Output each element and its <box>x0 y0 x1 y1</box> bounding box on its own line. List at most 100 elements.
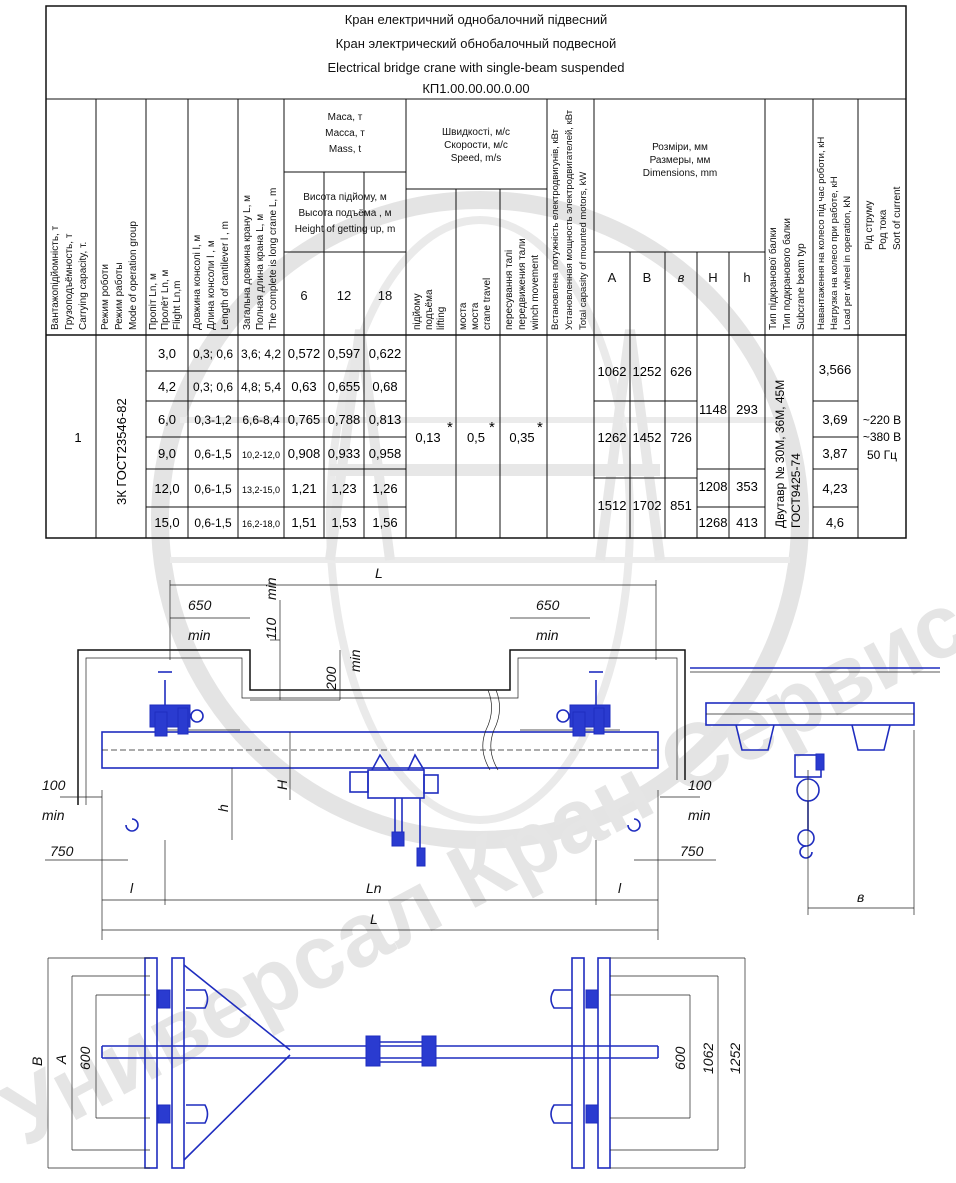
dim-min: min <box>536 627 559 643</box>
dim-750-right: 750 <box>680 843 704 859</box>
dim-1252: 1252 <box>727 1043 743 1074</box>
hdr-beam-en: Subcrane beam typ <box>796 243 807 330</box>
hdr-dim-b: B <box>643 270 652 285</box>
cell-cant: 0,3; 0,6 <box>193 380 233 394</box>
cell-mass18: 0,622 <box>369 346 402 361</box>
dim-100-left: 100 <box>42 777 66 793</box>
dim-v: в <box>857 889 864 905</box>
dim-l-left: l <box>130 880 134 896</box>
cell-speed-lift: 0,13 <box>415 430 440 445</box>
hdr-height-ru: Высота подъёма , м <box>299 208 392 219</box>
right-end-carriage <box>556 671 611 737</box>
hdr-mass-ru: Масса, т <box>325 128 365 139</box>
cell-cant: 0,6-1,5 <box>194 447 232 461</box>
dim-A: A <box>53 1055 69 1065</box>
cell-dim-v: 626 <box>670 364 692 379</box>
hdr-bridge-ua: моста <box>458 302 469 330</box>
cell-span: 6,0 <box>158 412 176 427</box>
cell-dim-v: 851 <box>670 498 692 513</box>
hdr-current-ru: Род тока <box>878 209 889 250</box>
hdr-cant-ua: Довжина консолі l, м <box>192 235 203 330</box>
hdr-span-en: Flight Ln,m <box>172 281 183 330</box>
hdr-dim-v: в <box>678 270 685 285</box>
hdr-mass-en: Mass, t <box>329 144 361 155</box>
hdr-wheel-ru: Нагрузка на колесо при работе, кН <box>829 176 840 330</box>
hdr-capacity-ua: Вантажопідйомність, т <box>50 225 61 330</box>
hdr-wheel-en: Load per wheel in operation, kN <box>842 196 853 330</box>
hdr-lift-ua: підйому <box>412 293 423 330</box>
hdr-trolley-ua: пересування талі <box>504 250 515 330</box>
dim-H: H <box>274 779 290 790</box>
cell-dim-h-lower: 413 <box>736 515 758 530</box>
hdr-power-en: Total capasity of mounted motors, kW <box>578 172 589 330</box>
title-code: КП1.00.00.00.0.00 <box>422 81 529 96</box>
cell-cant: 0,3; 0,6 <box>193 347 233 361</box>
cell-length: 13,2-15,0 <box>242 485 280 495</box>
hdr-speed-ua: Швидкості, м/с <box>442 127 510 138</box>
hdr-dims-ua: Розміри, мм <box>652 142 708 153</box>
dim-L-bottom: L <box>370 911 378 927</box>
cell-speed-bridge: 0,5 <box>467 430 485 445</box>
cell-current: 50 Гц <box>867 448 897 462</box>
cell-wheel: 3,87 <box>822 446 847 461</box>
hdr-h12: 12 <box>337 288 351 303</box>
dim-650-right: 650 <box>536 597 560 613</box>
hdr-trolley-ru: передвижения тали <box>517 238 528 330</box>
hdr-dim-h-lower: h <box>743 270 750 285</box>
cell-mass6: 1,51 <box>291 515 316 530</box>
cell-mass18: 1,26 <box>372 481 397 496</box>
hdr-mass-ua: Маса, т <box>328 112 363 123</box>
cell-mass18: 0,68 <box>372 379 397 394</box>
cell-wheel: 4,6 <box>826 515 844 530</box>
dim-1062: 1062 <box>700 1043 716 1074</box>
hdr-speed-en: Speed, m/s <box>451 153 502 164</box>
hdr-length-ru: Полная длина крана L, м <box>255 214 266 330</box>
cell-mass12: 0,933 <box>328 446 361 461</box>
title-line2: Кран электрический обнобалочный подвесно… <box>336 36 617 51</box>
cell-mass12: 1,23 <box>331 481 356 496</box>
cell-mass6: 0,63 <box>291 379 316 394</box>
cell-dim-v: 726 <box>670 430 692 445</box>
speed-star: * <box>489 419 495 436</box>
hdr-dim-h-upper: H <box>708 270 717 285</box>
hdr-capacity-ru: Грузоподъёмность, т <box>64 233 75 330</box>
dim-min: min <box>347 649 363 672</box>
hdr-mode-ru: Режим работы <box>113 262 125 330</box>
dim-100-right: 100 <box>688 777 712 793</box>
hdr-capacity-en: Carrying capacity, т. <box>78 242 89 330</box>
dim-L-top: L <box>375 565 383 581</box>
cell-length: 3,6; 4,2 <box>241 347 281 361</box>
hdr-dims-en: Dimensions, mm <box>643 168 717 179</box>
cell-dim-b: 1252 <box>633 364 662 379</box>
hdr-mode-en: Mode of operation group <box>128 221 139 330</box>
hdr-lift-ru: подъёма <box>424 289 435 330</box>
cell-mass12: 1,53 <box>331 515 356 530</box>
cell-dim-h-lower: 293 <box>736 402 758 417</box>
hdr-bridge-en: crane travel <box>482 278 493 330</box>
cell-mass6: 1,21 <box>291 481 316 496</box>
hdr-length-ua: Загальна довжина крану L, м <box>242 195 253 330</box>
cell-mass6: 0,765 <box>288 412 321 427</box>
hdr-wheel-ua: Навантаження на колесо під час роботи, к… <box>816 137 827 330</box>
watermark-text: Универсал Кран Сервис <box>0 572 956 1165</box>
cell-dim-a: 1062 <box>598 364 627 379</box>
cell-length: 6,6-8,4 <box>242 413 280 427</box>
cell-length: 4,8; 5,4 <box>241 380 281 394</box>
cell-span: 12,0 <box>154 481 179 496</box>
hdr-span-ua: Пропіт Ln, м <box>148 273 159 330</box>
cell-span: 3,0 <box>158 346 176 361</box>
dim-h: h <box>215 804 231 812</box>
hdr-power-ua: Встановлена потужність електродвигунів, … <box>550 128 561 330</box>
hoist <box>349 753 439 867</box>
hdr-cant-ru: Длина консоли l , м <box>206 240 217 330</box>
cell-cant: 0,6-1,5 <box>194 516 232 530</box>
cell-span: 15,0 <box>154 515 179 530</box>
side-view: в <box>690 667 940 915</box>
cell-dim-h-upper: 1268 <box>699 515 728 530</box>
hdr-lift-en: lifting <box>436 307 447 330</box>
cell-span: 9,0 <box>158 446 176 461</box>
cell-cant: 0,3-1,2 <box>194 413 232 427</box>
cell-length: 16,2-18,0 <box>242 519 280 529</box>
hdr-power-ru: Установленная мощность электродвигателей… <box>564 109 575 330</box>
